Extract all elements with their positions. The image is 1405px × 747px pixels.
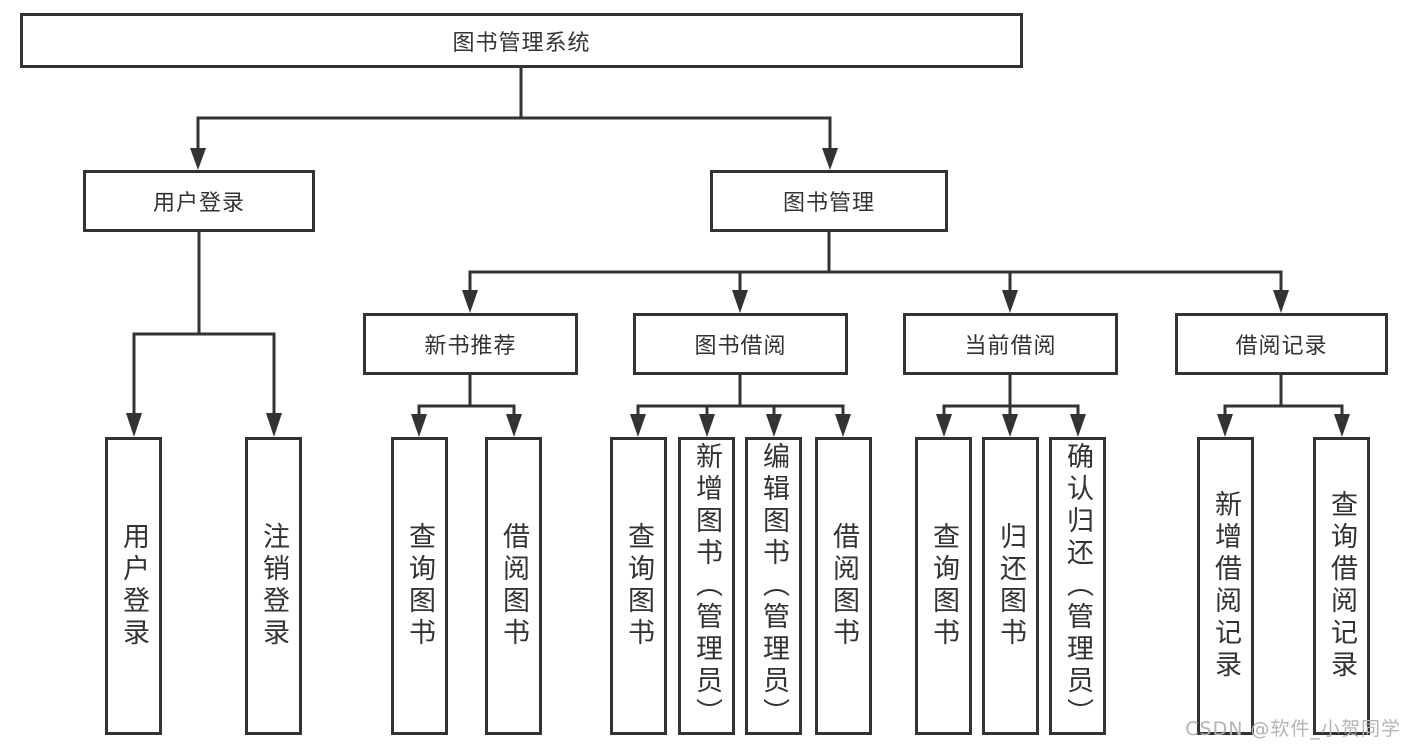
- arrowhead-to-leaf-query-books-3: [936, 414, 952, 437]
- arrowhead-to-book-borrow: [732, 290, 748, 313]
- arrowhead-to-leaf-edit-books: [766, 414, 782, 437]
- leaf-confirm-return-admin: 确认归还（管理员）: [1049, 437, 1106, 735]
- leaf-logout: 注销登录: [245, 437, 302, 735]
- connector-user-login-branch: [132, 332, 276, 415]
- arrowhead-to-new-book-recommend: [462, 290, 478, 313]
- connector-new-book-branch: [417, 375, 516, 416]
- leaf-query-books-recommend: 查询图书: [391, 437, 448, 735]
- leaf-query-books-borrow: 查询图书: [610, 437, 667, 735]
- leaf-user-login: 用户登录: [105, 437, 162, 735]
- connector-book-mgmt-branch: [468, 270, 1283, 292]
- node-user-login: 用户登录: [83, 170, 315, 232]
- node-book-borrow: 图书借阅: [633, 313, 848, 375]
- leaf-edit-books-admin: 编辑图书（管理员）: [745, 437, 802, 735]
- connector-current-borrow-branch: [942, 375, 1080, 416]
- csdn-watermark: CSDN @软件_小贺同学: [1185, 718, 1401, 740]
- arrowhead-to-leaf-user-login: [126, 413, 142, 437]
- arrowhead-to-leaf-query-books-2: [630, 414, 646, 437]
- connector-book-borrow-branch: [636, 375, 845, 416]
- leaf-query-borrow-record: 查询借阅记录: [1313, 437, 1370, 735]
- arrowhead-to-leaf-add-record: [1217, 414, 1233, 437]
- leaf-add-borrow-record: 新增借阅记录: [1197, 437, 1254, 735]
- arrowhead-to-leaf-return-books: [1002, 414, 1018, 437]
- leaf-query-books-current: 查询图书: [915, 437, 972, 735]
- node-book-management: 图书管理: [710, 170, 948, 232]
- node-new-book-recommend: 新书推荐: [363, 313, 578, 375]
- arrowhead-to-book-mgmt: [822, 148, 838, 170]
- node-root-system: 图书管理系统: [20, 13, 1023, 68]
- connector-borrow-records-branch: [1223, 375, 1344, 416]
- node-borrow-records: 借阅记录: [1175, 313, 1388, 375]
- arrowhead-to-borrow-records: [1273, 290, 1289, 313]
- arrowhead-to-leaf-borrow-books-2: [835, 414, 851, 437]
- arrowhead-to-user-login: [190, 148, 206, 170]
- leaf-borrow-books-recommend: 借阅图书: [485, 437, 542, 735]
- arrowhead-to-leaf-add-books: [699, 414, 715, 437]
- connector-root-branch: [196, 116, 832, 150]
- node-current-borrow: 当前借阅: [903, 313, 1118, 375]
- arrowhead-to-leaf-logout: [266, 413, 282, 437]
- arrowhead-to-leaf-query-record: [1334, 414, 1350, 437]
- arrowhead-to-current-borrow: [1002, 290, 1018, 313]
- arrowhead-to-leaf-borrow-books-1: [506, 414, 522, 437]
- arrowhead-to-leaf-query-books-1: [411, 414, 427, 437]
- arrowhead-to-leaf-confirm-return: [1070, 414, 1086, 437]
- leaf-add-books-admin: 新增图书（管理员）: [678, 437, 735, 735]
- leaf-borrow-books: 借阅图书: [815, 437, 872, 735]
- leaf-return-books: 归还图书: [982, 437, 1039, 735]
